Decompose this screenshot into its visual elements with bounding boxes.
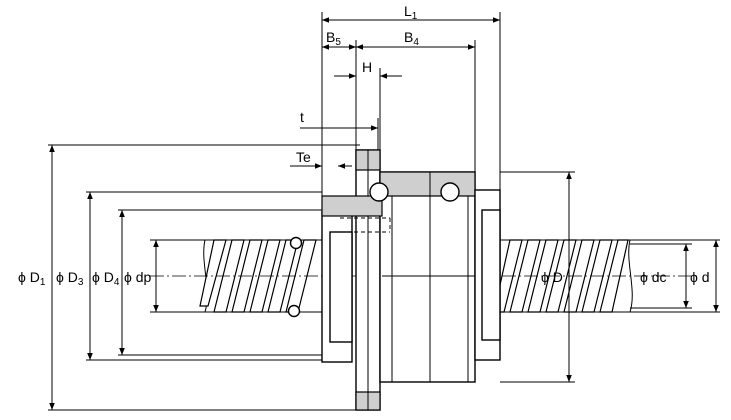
label-Te: Te <box>296 149 311 165</box>
nut-body <box>321 149 501 411</box>
label-phid: ϕ d <box>690 269 710 285</box>
screw-shaft-left <box>199 236 322 318</box>
label-B4: B4 <box>404 29 419 48</box>
label-phidp: ϕ dp <box>124 269 152 285</box>
ball-bottom-left <box>287 304 301 318</box>
label-phiD1: ϕ D1 <box>18 269 46 288</box>
label-phiD3: ϕ D3 <box>56 269 84 288</box>
label-phiD4: ϕ D4 <box>92 269 120 288</box>
label-B5: B5 <box>326 29 341 48</box>
label-L1: L1 <box>404 3 418 22</box>
ball-top-left <box>289 236 303 250</box>
label-phiD: ϕ D <box>541 269 563 285</box>
ball-nut-left <box>369 182 389 202</box>
ball-nut-right <box>440 182 460 202</box>
label-H: H <box>362 59 372 75</box>
label-phidc: ϕ dc <box>640 269 667 285</box>
label-t: t <box>300 109 304 125</box>
